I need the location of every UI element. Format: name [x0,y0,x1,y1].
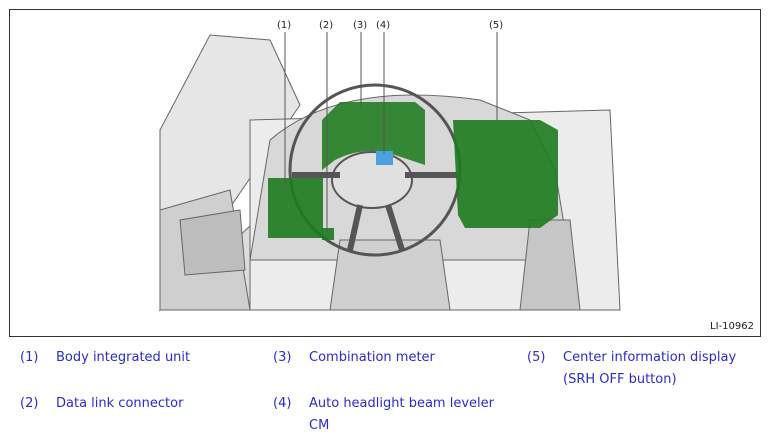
combination-meter-highlight [322,102,425,170]
figure-frame: (1) (2) (3) (4) (5) LI-10962 [9,9,761,337]
callout-labels: (1) (2) (3) (4) (5) [277,20,503,31]
callout-2: (2) [319,20,333,31]
legend-text: Data link connector [56,396,184,411]
callout-5: (5) [489,20,503,31]
legend-number: (3) [273,350,292,365]
legend-number: (2) [20,396,39,411]
legend-text: Body integrated unit [56,350,191,365]
callout-4: (4) [376,20,390,31]
legend-number: (1) [20,350,39,365]
legend-text: Center information display (SRH OFF butt… [563,350,737,387]
legend-number: (5) [527,350,546,365]
center-display-highlight [453,120,558,228]
headlight-leveler-highlight [376,151,393,165]
dashboard-diagram: (1) (2) (3) (4) (5) [158,20,621,312]
figure-id-label: LI-10962 [710,321,754,332]
leader-lines [284,32,498,232]
highlighted-components [268,102,558,240]
legend-text: Auto headlight beam leveler CM [309,396,494,433]
body-integrated-unit-highlight [268,178,323,238]
legend-number: (4) [273,396,292,411]
callout-3: (3) [353,20,367,31]
legend-text: Combination meter [309,350,435,365]
callout-1: (1) [277,20,291,31]
data-link-connector-highlight [322,228,334,240]
